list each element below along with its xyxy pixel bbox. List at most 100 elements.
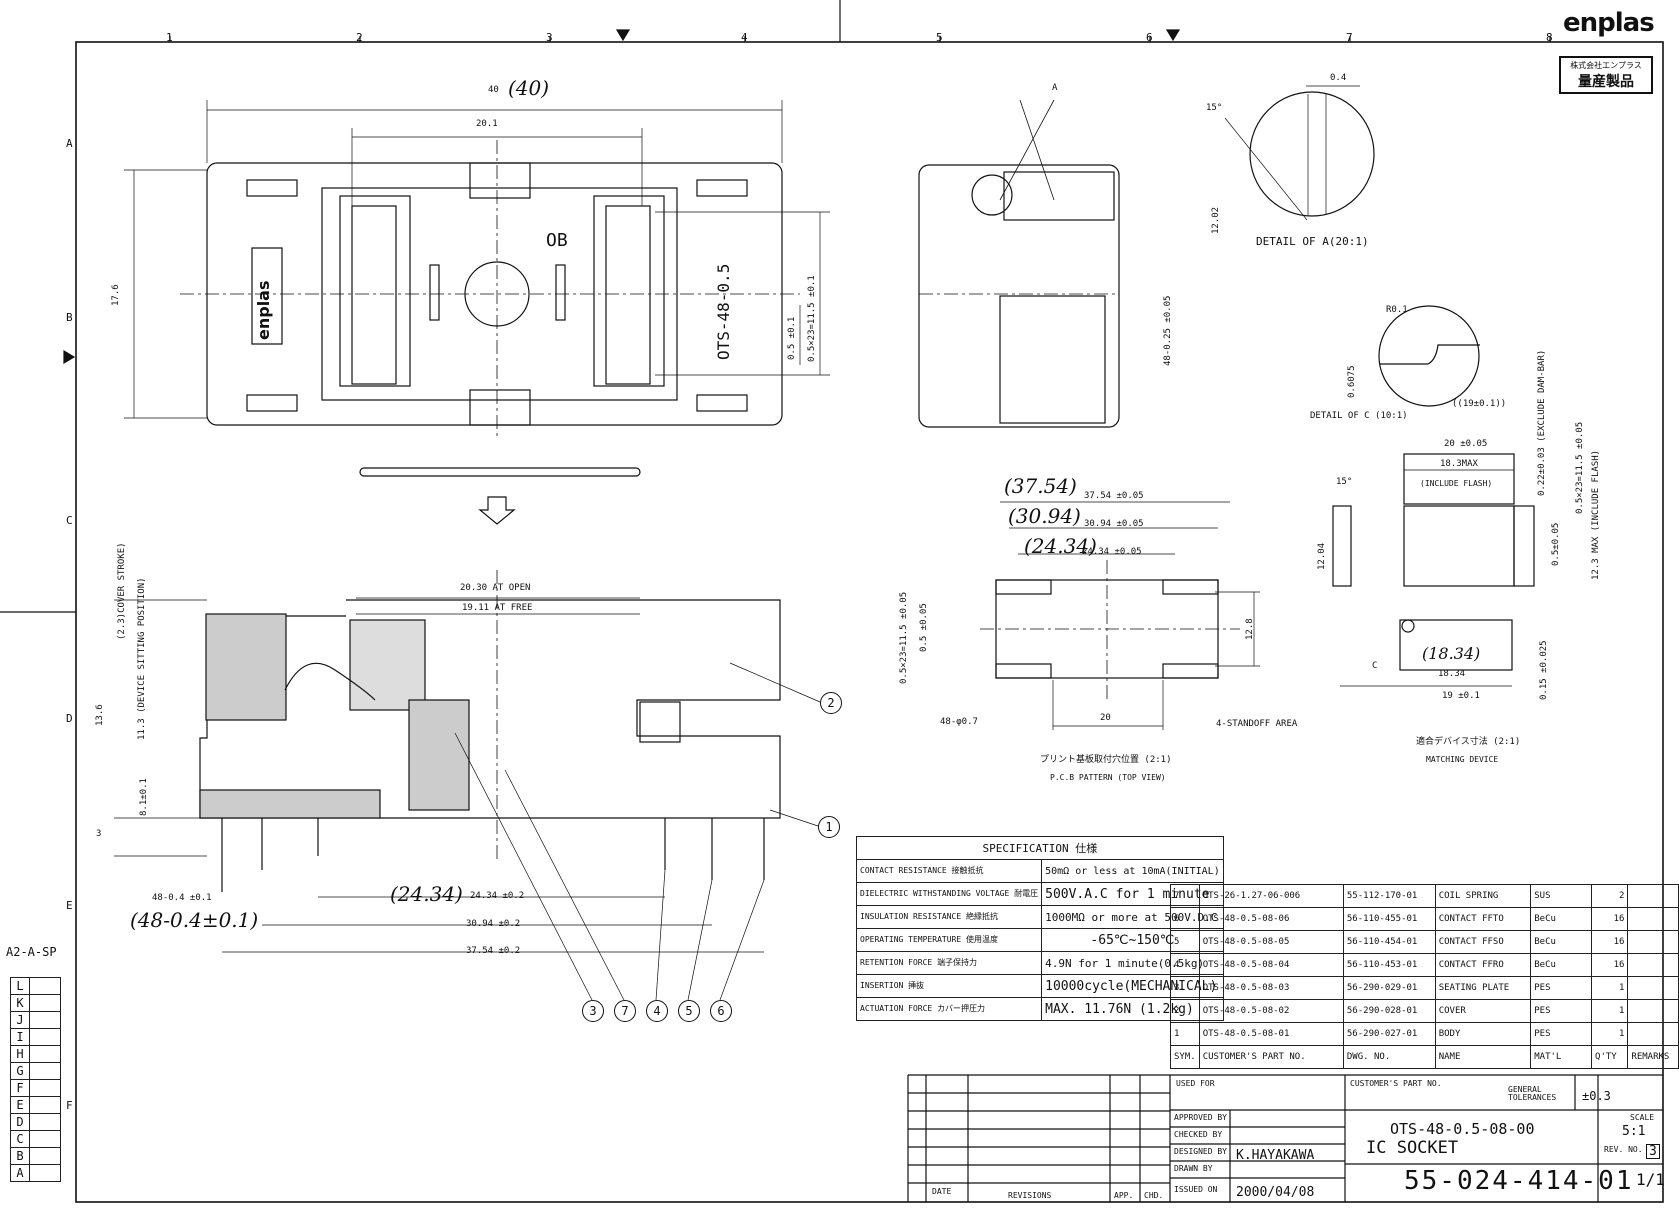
dim-width: 40 [488, 85, 499, 95]
part-dwg-no: 56-110-455-01 [1342, 907, 1436, 931]
zone-number-6: 6 [1146, 31, 1153, 44]
balloon-7: 7 [614, 1000, 636, 1022]
part-qty: 16 [1591, 953, 1629, 977]
device-dim-right-d: 12.3 MAX (INCLUDE FLASH) [1591, 449, 1601, 580]
part-material: BeCu [1530, 953, 1593, 977]
zone-letter-b: B [66, 311, 73, 324]
row-letter: K [10, 994, 30, 1012]
balloon-3: 3 [582, 1000, 604, 1022]
device-dim-20: 20 ±0.05 [1444, 439, 1488, 449]
device-dim-right-c: 0.5±0.05 [1551, 522, 1561, 566]
part-name: COVER [1434, 999, 1532, 1023]
detail-a-angle: 15° [1206, 103, 1223, 113]
used-for-label: USED FOR [1176, 1079, 1215, 1088]
parts-header-dwg: DWG. NO. [1342, 1045, 1436, 1069]
tolerance-value: ±0.3 [1582, 1089, 1611, 1103]
parts-header-name: NAME [1434, 1045, 1532, 1069]
parts-header-remarks: REMARKS [1627, 1045, 1679, 1069]
zone-letter-c: C [66, 514, 73, 527]
part-name: SEATING PLATE [1434, 976, 1532, 1000]
dim-24-handwritten: (24.34) [390, 882, 463, 906]
part-dwg-no: 56-110-454-01 [1342, 930, 1436, 954]
balloon-6: 6 [710, 1000, 732, 1022]
part-name-title: IC SOCKET [1366, 1138, 1459, 1158]
pcb-pattern [980, 501, 1260, 730]
device-dim-12-04: 12.04 [1317, 542, 1327, 570]
part-customer-no: OTS-48-0.5-08-03 [1198, 976, 1344, 1000]
spec-key: ACTUATION FORCE カバー押圧力 [855, 997, 1043, 1021]
dim-8-1: 8.1±0.1 [139, 778, 149, 816]
dim-width-handwritten: (40) [508, 76, 550, 100]
part-customer-no: OTS-48-0.5-08-02 [1198, 999, 1344, 1023]
detail-c-dim-bottom: ((19±0.1)) [1452, 399, 1507, 409]
zone-number-3: 3 [546, 31, 553, 44]
pcb-dim-a-handwritten: (37.54) [1004, 474, 1077, 498]
part-qty: 16 [1591, 930, 1629, 954]
spec-key: DIELECTRIC WITHSTANDING VOLTAGE 耐電圧 [855, 882, 1043, 906]
dim-30: 30.94 ±0.2 [466, 919, 521, 929]
device-drawing [1332, 453, 1535, 687]
rev-value: 3 [1646, 1144, 1660, 1159]
part-dwg-no: 56-290-027-01 [1342, 1022, 1436, 1046]
dim-24: 24.34 ±0.2 [470, 891, 525, 901]
dim-pitch-small: 0.5 ±0.1 [787, 316, 797, 360]
part-dwg-no: 55-112-170-01 [1342, 884, 1436, 908]
detail-c-dim-side: 0.6075 [1347, 365, 1357, 398]
detail-c-label: DETAIL OF C (10:1) [1310, 411, 1408, 421]
role-checked: CHECKED BY [1174, 1130, 1223, 1139]
part-dwg-no: 56-290-028-01 [1342, 999, 1436, 1023]
detail-a-dim-top: 0.4 [1330, 73, 1347, 83]
balloon-5: 5 [678, 1000, 700, 1022]
row-letter: J [10, 1011, 30, 1029]
device-dim-0-15: 0.15 ±0.025 [1539, 640, 1549, 700]
part-qty: 1 [1591, 1022, 1629, 1046]
part-material: BeCu [1530, 930, 1593, 954]
zone-letter-f: F [66, 1099, 73, 1112]
detail-a-circle [1249, 91, 1375, 217]
rev-col-app: APP. [1114, 1191, 1134, 1200]
device-caption-jp: 適合デバイス寸法 (2:1) [1416, 737, 1521, 747]
part-material: PES [1530, 999, 1593, 1023]
spec-key: OPERATING TEMPERATURE 使用温度 [855, 928, 1043, 952]
part-customer-no: OTS-48-0.5-08-05 [1198, 930, 1344, 954]
dim-pins-handwritten: (48-0.4±0.1) [130, 908, 259, 932]
dim-pitch: 20.1 [476, 119, 498, 129]
zone-number-7: 7 [1346, 31, 1353, 44]
revision-row-index: L K J I H G F E D C B A [10, 977, 61, 1182]
section-view [114, 570, 821, 1001]
top-view [124, 100, 830, 525]
zone-number-1: 1 [166, 31, 173, 44]
zone-number-5: 5 [936, 31, 943, 44]
part-sym: 6 [1170, 907, 1200, 931]
row-letter: A [10, 1164, 30, 1182]
pcb-dim-a: 37.54 ±0.05 [1084, 491, 1144, 501]
marking-code: OB [546, 230, 568, 251]
part-customer-no: OTS-48-0.5-08-06 [1198, 907, 1344, 931]
pcb-caption-en: P.C.B PATTERN (TOP VIEW) [1050, 773, 1166, 782]
rev-col-chd: CHD. [1144, 1191, 1164, 1200]
row-letter: C [10, 1130, 30, 1148]
device-dim-right-a: 0.22±0.03 (EXCLUDE DAM-BAR) [1537, 349, 1547, 496]
row-letter: D [10, 1113, 30, 1131]
spec-key: CONTACT RESISTANCE 接触抵抗 [855, 859, 1043, 883]
spec-title: SPECIFICATION 仕様 [856, 836, 1224, 860]
pcb-dim-b: 30.94 ±0.05 [1084, 519, 1144, 529]
part-sym: 5 [1170, 930, 1200, 954]
part-name: CONTACT FFTO [1434, 907, 1532, 931]
pcb-holes: 48-φ0.7 [940, 717, 978, 727]
section-mark-a: A [1052, 83, 1058, 93]
zone-number-4: 4 [741, 31, 748, 44]
dim-pin-width: 48-0.25 ±0.05 [1163, 295, 1173, 366]
pcb-dim-20: 20 [1100, 713, 1111, 723]
device-caption-en: MATCHING DEVICE [1426, 755, 1499, 764]
dim-pitch-right: 0.5×23=11.5 ±0.1 [807, 275, 817, 362]
body-logo: enplas [254, 280, 273, 341]
part-qty: 1 [1591, 999, 1629, 1023]
part-material: PES [1530, 976, 1593, 1000]
detail-a-dim-side: 12.02 [1211, 206, 1221, 234]
part-number: OTS-48-0.5-08-00 [1390, 1120, 1535, 1138]
zone-letter-a: A [66, 137, 73, 150]
dim-37: 37.54 ±0.2 [466, 946, 521, 956]
part-dwg-no: 56-290-029-01 [1342, 976, 1436, 1000]
